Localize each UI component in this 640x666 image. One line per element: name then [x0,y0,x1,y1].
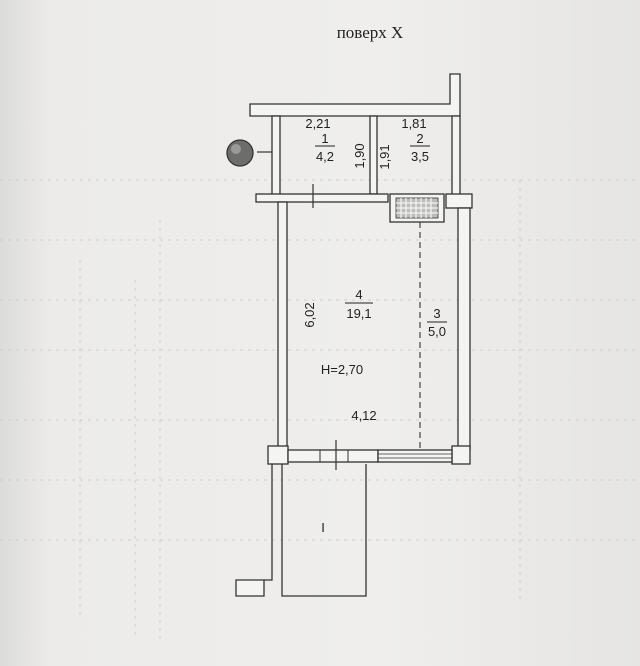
room1-number: 1 [321,131,328,146]
balcony-label: I [321,520,325,535]
top-wall [249,73,461,117]
background-grid [0,179,640,640]
balcony-outline [235,464,367,597]
room1-depth: 1,90 [352,143,367,168]
room1-area: 4,2 [316,149,334,164]
main-room-walls [267,201,471,465]
room4-length: 6,02 [302,302,317,327]
room4-area: 19,1 [346,306,371,321]
ceiling-height: H=2,70 [321,362,363,377]
room2-width: 1,81 [401,116,426,131]
room3-area: 5,0 [428,324,446,339]
room2-depth: 1,91 [377,144,392,169]
door-marks [257,151,337,470]
vent-grille [389,193,445,223]
room2-number: 2 [416,131,423,146]
room4-number: 4 [355,287,362,302]
floor-label: поверх X [337,23,404,42]
room1-width: 2,21 [305,116,330,131]
bottom-wall-window [287,449,453,463]
room2-area: 3,5 [411,149,429,164]
middle-wall [255,193,473,209]
fraction-bars [315,145,447,323]
room4-width: 4,12 [351,408,376,423]
room3-number: 3 [433,306,440,321]
riser-circle [226,139,254,167]
